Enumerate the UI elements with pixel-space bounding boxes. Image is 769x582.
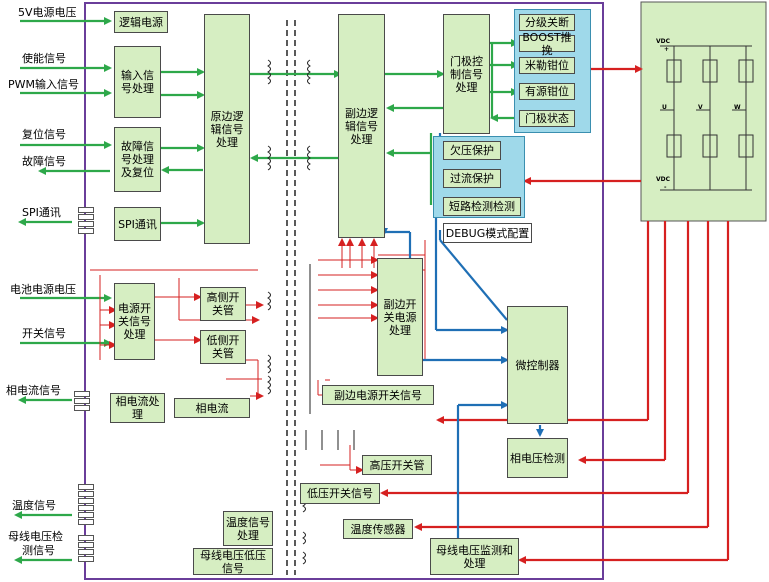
hv-switch-block: 高压开关管	[362, 455, 432, 475]
connector-pin	[78, 549, 94, 555]
power-switch-processing-block: 电源开关信号处理	[114, 283, 155, 360]
label-bus-voltage-line2: 测信号	[22, 544, 55, 557]
inverter-vdc-minus: VDC	[656, 176, 671, 183]
protection-item: 短路检测检测	[443, 197, 521, 216]
gate-func-item: 分级关断	[519, 14, 575, 31]
gate-func-item: BOOST推挽	[519, 31, 575, 57]
connector-pin	[78, 535, 94, 541]
connector-pin	[74, 391, 90, 397]
connector-pin	[78, 542, 94, 548]
bus-voltage-low-block: 母线电压低压信号	[193, 548, 273, 575]
igbt-symbols	[660, 45, 754, 191]
label-5v-supply: 5V电源电压	[18, 6, 77, 19]
low-side-switch-block: 低侧开关管	[200, 330, 246, 364]
microcontroller-block: 微控制器	[507, 306, 568, 424]
inverter-vdc-plus: VDC	[656, 38, 671, 45]
driver-boundary	[84, 2, 604, 580]
lv-switch-signal-block: 低压开关信号	[300, 483, 380, 504]
spi-comm-block: SPI通讯	[114, 207, 161, 241]
phase-current-block: 相电流	[174, 398, 250, 418]
connector-pin	[78, 207, 94, 213]
inverter-panel	[640, 1, 767, 222]
connector-pin	[74, 398, 90, 404]
secondary-power-switch-signal-block: 副边电源开关信号	[322, 385, 434, 405]
connector-pin	[78, 484, 94, 490]
label-fault-signal: 故障信号	[22, 155, 66, 168]
label-spi-comm: SPI通讯	[22, 206, 61, 219]
label-reset-signal: 复位信号	[22, 128, 66, 141]
inverter-vdc-plus-sign: +	[664, 46, 670, 53]
protection-item: 过流保护	[443, 169, 501, 188]
debug-mode-config: DEBUG模式配置	[443, 223, 532, 243]
fault-processing-block: 故障信号处理及复位	[114, 127, 161, 192]
gate-func-item: 门极状态	[519, 110, 575, 127]
connector-pin	[78, 498, 94, 504]
connector-pin	[78, 221, 94, 227]
connector-pin	[78, 519, 94, 525]
label-switch-signal: 开关信号	[22, 327, 66, 340]
connector-pin	[78, 491, 94, 497]
gate-control-block: 门极控制信号处理	[443, 14, 490, 134]
gate-func-item: 有源钳位	[519, 83, 575, 100]
label-bus-voltage-line1: 母线电压检	[8, 530, 63, 543]
connector-pin	[78, 556, 94, 562]
connector-pin	[74, 405, 90, 411]
connector-pin	[78, 214, 94, 220]
high-side-switch-block: 高侧开关管	[200, 287, 246, 321]
connector-pin	[78, 228, 94, 234]
label-pwm-input: PWM输入信号	[8, 78, 80, 91]
label-battery-voltage: 电池电源电压	[10, 283, 76, 296]
inverter-phase-v: V	[698, 104, 703, 111]
connector-pin	[78, 505, 94, 511]
label-phase-current-signal: 相电流信号	[6, 384, 61, 397]
label-temperature-signal: 温度信号	[12, 499, 56, 512]
input-signal-processing-block: 输入信号处理	[114, 46, 161, 118]
label-enable-signal: 使能信号	[22, 52, 66, 65]
bus-voltage-monitor-block: 母线电压监测和处理	[430, 538, 519, 575]
secondary-logic-block: 副边逻辑信号处理	[338, 14, 385, 238]
inverter-phase-u: U	[662, 104, 667, 111]
primary-logic-block: 原边逻辑信号处理	[204, 14, 250, 244]
temperature-processing-block: 温度信号处理	[223, 511, 273, 546]
connector-pin	[78, 512, 94, 518]
phase-voltage-detect-block: 相电压检测	[507, 438, 568, 478]
protection-item: 欠压保护	[443, 141, 501, 160]
gate-func-item: 米勒钳位	[519, 57, 575, 74]
temperature-sensor-block: 温度传感器	[343, 519, 413, 539]
transformer-coils	[267, 59, 355, 565]
inverter-phase-w: W	[734, 104, 741, 111]
inverter-vdc-minus-sign: -	[664, 184, 667, 191]
logic-power-block: 逻辑电源	[114, 11, 168, 33]
phase-current-processing-block: 相电流处理	[110, 393, 165, 423]
secondary-switch-power-block: 副边开关电源处理	[377, 258, 423, 376]
